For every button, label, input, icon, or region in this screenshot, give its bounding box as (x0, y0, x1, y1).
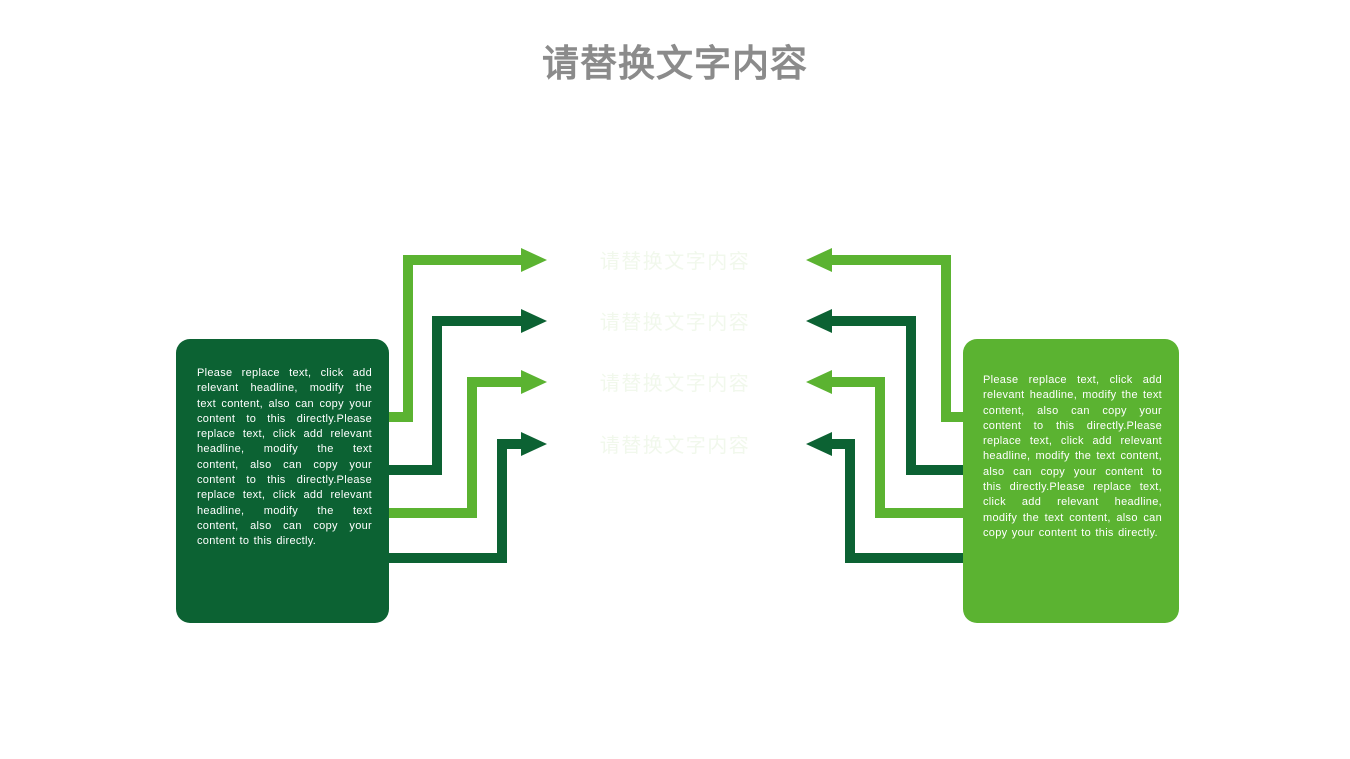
arrowhead-icon (521, 247, 547, 272)
arrow-segment (389, 553, 507, 563)
arrow-segment (941, 254, 951, 422)
arrow-segment (845, 553, 963, 563)
arrow-segment (497, 438, 525, 449)
arrow-segment (467, 376, 525, 387)
flow-bar-3[interactable]: 请替换文字内容 (547, 358, 803, 405)
arrow-segment (432, 315, 525, 326)
flow-bar-1[interactable]: 请替换文字内容 (547, 236, 803, 283)
arrowhead-icon (806, 431, 832, 456)
arrow-segment (906, 465, 963, 475)
arrow-segment (845, 438, 855, 563)
flow-bar-4-label: 请替换文字内容 (599, 435, 751, 457)
arrow-segment (497, 438, 507, 563)
flow-bar-3-label: 请替换文字内容 (599, 373, 751, 395)
right-text-panel[interactable]: Please replace text, click add relevant … (963, 339, 1179, 623)
arrow-segment (389, 508, 477, 518)
flow-bar-2-label: 请替换文字内容 (599, 312, 751, 334)
slide-title: 请替换文字内容 (542, 43, 808, 84)
left-panel-text: Please replace text, click add relevant … (197, 367, 372, 548)
arrowhead-icon (521, 308, 547, 333)
flow-bar-1-label: 请替换文字内容 (599, 251, 751, 273)
arrow-segment (875, 508, 963, 518)
right-panel-text: Please replace text, click add relevant … (983, 374, 1162, 539)
flow-bar-2[interactable]: 请替换文字内容 (547, 297, 803, 344)
arrow-segment (389, 465, 442, 475)
arrow-segment (828, 254, 951, 265)
arrowhead-icon (521, 431, 547, 456)
arrow-segment (828, 438, 855, 449)
arrowhead-icon (806, 247, 832, 272)
arrow-segment (467, 376, 477, 518)
arrowhead-icon (806, 308, 832, 333)
arrow-segment (432, 315, 442, 475)
arrowhead-icon (521, 369, 547, 394)
left-text-panel[interactable]: Please replace text, click add relevant … (176, 339, 389, 623)
flow-bar-4[interactable]: 请替换文字内容 (547, 420, 803, 467)
arrow-segment (403, 254, 413, 422)
arrow-segment (403, 254, 525, 265)
arrow-segment (828, 376, 885, 387)
arrow-segment (941, 412, 963, 422)
arrow-segment (389, 412, 413, 422)
arrow-segment (875, 376, 885, 518)
arrowhead-icon (806, 369, 832, 394)
arrow-segment (828, 315, 916, 326)
arrow-segment (906, 315, 916, 475)
